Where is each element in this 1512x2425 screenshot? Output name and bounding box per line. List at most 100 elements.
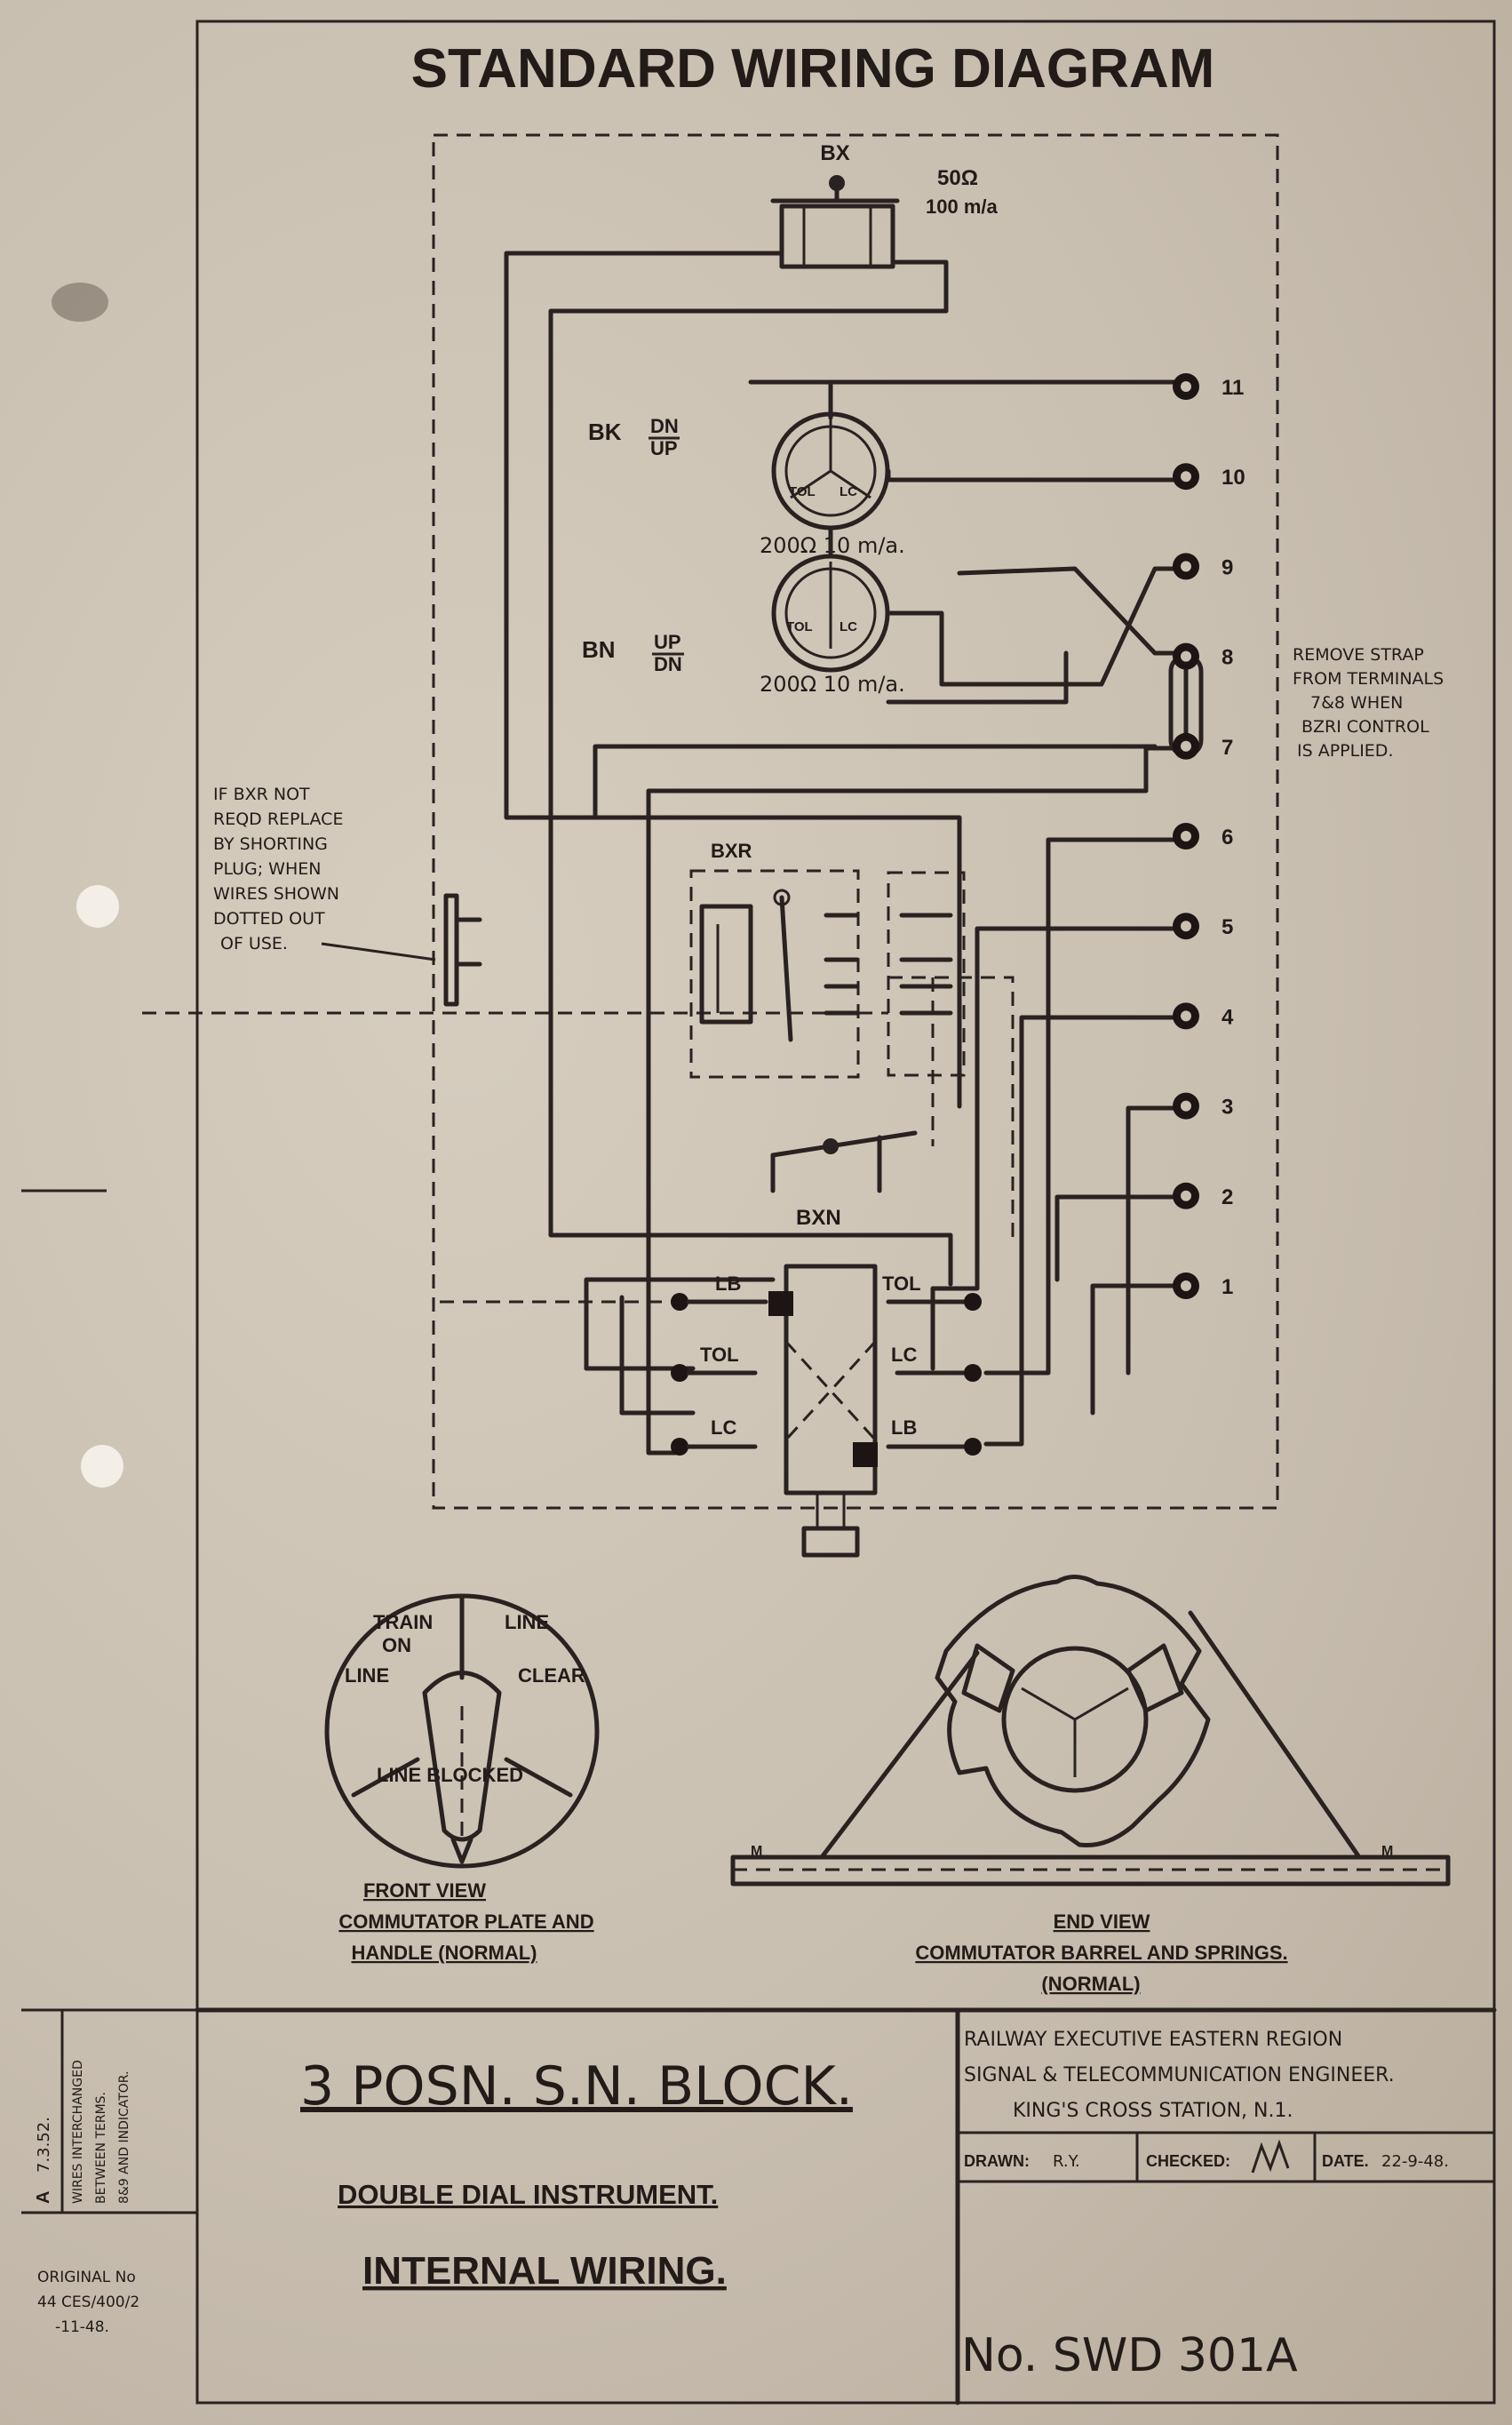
commutator xyxy=(768,1264,878,1558)
bx-current: 100 m/a xyxy=(926,195,998,218)
strap-note-2: FROM TERMINALS xyxy=(1293,669,1444,689)
spring-mark-left: M xyxy=(751,1844,762,1859)
front-view: TRAIN ON LINE LINE CLEAR LINE BLOCKED FR… xyxy=(324,1593,600,1964)
commutator-barrel xyxy=(935,1575,1211,1848)
bn-dial-right: LC xyxy=(840,619,857,634)
bxr-note-4: PLUG; WHEN xyxy=(213,859,321,879)
terminal-label-10: 10 xyxy=(1222,466,1245,490)
springs-left: LB TOL LC xyxy=(671,1272,768,1456)
revision-strip: A 7.3.52. WIRES INTERCHANGED BETWEEN TER… xyxy=(21,2008,197,2336)
bxr-label: BXR xyxy=(711,840,752,862)
revision-date: 7.3.52. xyxy=(35,2117,53,2173)
bk-dial: BK DN UP TOL LC 200Ω 10 m/a. xyxy=(588,411,905,558)
revision-text-3: 8&9 AND INDICATOR. xyxy=(117,2071,131,2205)
drawing-number: No. SWD 301A xyxy=(961,2329,1298,2382)
terminal-screw-2 xyxy=(1181,1190,1191,1201)
revision-mark: A xyxy=(34,2191,53,2204)
bn-dial-left: TOL xyxy=(786,619,813,634)
bxr-note-5: WIRES SHOWN xyxy=(213,884,339,904)
bk-label: BK xyxy=(588,419,622,445)
terminal-screw-1 xyxy=(1181,1280,1191,1291)
commutator-contact-top xyxy=(768,1291,793,1316)
spring-left xyxy=(819,1650,980,1860)
fv-line-blocked: LINE BLOCKED xyxy=(377,1764,523,1786)
bn-label: BN xyxy=(582,636,616,663)
bk-dir-top: DN xyxy=(650,415,679,437)
bn-dir-top: UP xyxy=(654,631,681,653)
bx-relay: BX 50Ω 100 m/a xyxy=(770,141,998,269)
title-block: 3 POSN. S.N. BLOCK. DOUBLE DIAL INSTRUME… xyxy=(195,2007,1497,2405)
terminal-label-1: 1 xyxy=(1222,1275,1233,1299)
bn-dial: BN UP DN TOL LC 200Ω 10 m/a. xyxy=(582,554,905,697)
ev-caption-3: (NORMAL) xyxy=(1041,1973,1140,1995)
comm-left-3: LC xyxy=(711,1416,736,1439)
terminal-label-7: 7 xyxy=(1222,736,1233,760)
shorting-plug xyxy=(443,893,482,1007)
instrument-line-3: INTERNAL WIRING. xyxy=(362,2249,727,2293)
fv-line-clear-2: CLEAR xyxy=(518,1664,585,1687)
spring-shoe-left xyxy=(961,1643,1015,1713)
strap-note: REMOVE STRAP FROM TERMINALS 7&8 WHEN BZR… xyxy=(1293,645,1444,761)
punch-hole-top xyxy=(76,885,119,928)
bn-rating: 200Ω 10 m/a. xyxy=(760,672,905,697)
terminal-label-2: 2 xyxy=(1222,1185,1233,1209)
springs-right: TOL LC LB xyxy=(882,1272,982,1456)
strap-note-1: REMOVE STRAP xyxy=(1293,645,1424,665)
comm-left-2: TOL xyxy=(700,1344,739,1366)
checked-signature xyxy=(1251,2139,1290,2174)
terminal-label-11: 11 xyxy=(1222,376,1244,400)
checked-label: CHECKED: xyxy=(1146,2152,1230,2170)
fv-caption-2: COMMUTATOR PLATE AND xyxy=(338,1910,593,1933)
strap-note-4: BZRI CONTROL xyxy=(1301,717,1429,737)
comm-right-2: LC xyxy=(891,1344,917,1366)
instrument-name: 3 POSN. S.N. BLOCK. xyxy=(300,2055,853,2118)
fv-train: TRAIN xyxy=(373,1611,433,1633)
terminal-screw-3 xyxy=(1181,1100,1191,1112)
commutator-contact-bottom xyxy=(853,1442,878,1467)
drawn-label: DRAWN: xyxy=(964,2152,1030,2170)
instrument-line-2: DOUBLE DIAL INSTRUMENT. xyxy=(338,2179,718,2210)
terminal-label-8: 8 xyxy=(1222,646,1233,670)
terminal-screw-11 xyxy=(1181,381,1191,392)
bk-dir-bottom: UP xyxy=(650,437,678,459)
bxr-relay: BXR xyxy=(689,840,966,1079)
bxr-note-7: OF USE. xyxy=(220,934,288,953)
org-line-1: RAILWAY EXECUTIVE EASTERN REGION xyxy=(964,2029,1342,2051)
strap-note-3: 7&8 WHEN xyxy=(1310,693,1403,713)
strap-note-5: IS APPLIED. xyxy=(1297,741,1393,761)
spring-shoe-right xyxy=(1126,1643,1184,1713)
drawing-title: STANDARD WIRING DIAGRAM xyxy=(411,38,1215,100)
terminal-screw-7 xyxy=(1181,740,1191,752)
fv-on: ON xyxy=(382,1634,411,1656)
ev-caption-2: COMMUTATOR BARREL AND SPRINGS. xyxy=(915,1942,1287,1964)
org-line-3: KING'S CROSS STATION, N.1. xyxy=(1013,2100,1293,2122)
bxr-note-2: REQD REPLACE xyxy=(213,810,343,829)
bk-dial-left: TOL xyxy=(789,484,816,499)
comm-right-1: TOL xyxy=(882,1272,921,1295)
bxr-note-1: IF BXR NOT xyxy=(213,785,310,804)
bxr-note-6: DOTTED OUT xyxy=(213,909,325,929)
terminal-label-5: 5 xyxy=(1222,915,1233,939)
fv-line: LINE xyxy=(345,1664,389,1687)
outer-frame xyxy=(195,20,1496,2405)
date-label: DATE. xyxy=(1322,2152,1369,2170)
bx-label: BX xyxy=(820,141,849,165)
terminal-screw-10 xyxy=(1181,471,1191,483)
bn-dir-bottom: DN xyxy=(654,653,682,675)
terminal-screw-5 xyxy=(1181,921,1191,932)
fv-caption-3: HANDLE (NORMAL) xyxy=(352,1942,537,1964)
terminal-label-4: 4 xyxy=(1222,1005,1234,1029)
bk-dial-right: LC xyxy=(840,484,857,499)
terminal-screw-6 xyxy=(1181,831,1191,842)
terminal-label-9: 9 xyxy=(1222,555,1233,579)
bxr-note-3: BY SHORTING xyxy=(213,834,328,854)
spring-mark-right: M xyxy=(1381,1844,1393,1859)
comm-right-3: LB xyxy=(891,1416,917,1439)
org-line-2: SIGNAL & TELECOMMUNICATION ENGINEER. xyxy=(964,2064,1395,2086)
original-1: ORIGINAL No xyxy=(37,2269,136,2286)
comm-left-1: LB xyxy=(715,1272,741,1295)
bxr-note: IF BXR NOT REQD REPLACE BY SHORTING PLUG… xyxy=(213,785,436,961)
instrument-enclosure xyxy=(432,133,1279,1510)
